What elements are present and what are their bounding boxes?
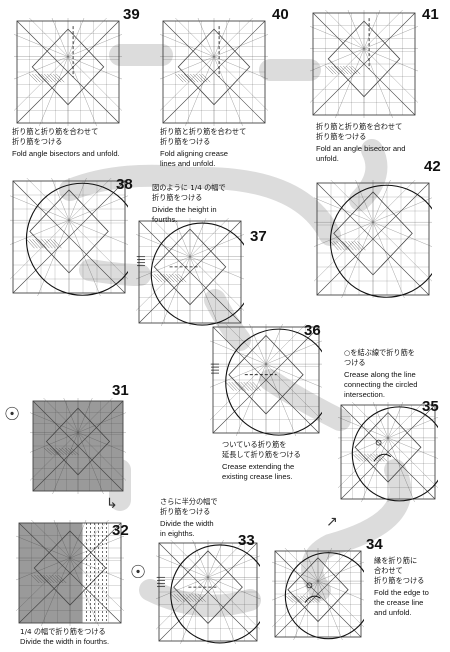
step-36-number: 36: [304, 322, 321, 339]
step-39-caption-en1: Fold angle bisectors and unfold.: [12, 149, 120, 158]
step-32-caption-jp1: 1/4 の幅で折り筋をつける: [20, 627, 106, 636]
step-32-caption-en1: Divide the width in fourths.: [20, 637, 110, 646]
step-36-diagram: [210, 324, 322, 436]
step-33-caption-en1: Divide the width: [160, 519, 214, 528]
step-34-caption-en1: Fold the edge to: [374, 588, 429, 597]
step-40-caption-jp2: 折り筋をつける: [160, 137, 211, 146]
step-35: [338, 402, 438, 502]
step-40-caption: 折り筋と折り筋を合わせて 折り筋をつける Fold aligning creas…: [160, 127, 246, 169]
step-37-caption-jp1: 図のように 1/4 の幅で: [152, 183, 226, 192]
step-35-caption-en2: connecting the circled: [344, 380, 418, 389]
step-42-diagram: [314, 180, 432, 298]
step-32-number: 32: [112, 522, 129, 539]
step-39-caption-jp1: 折り筋と折り筋を合わせて: [12, 127, 99, 136]
step-34: [272, 548, 364, 640]
step-37-caption-en2: fourths.: [152, 215, 178, 224]
step-36-caption-en1: Crease extending the: [222, 462, 295, 471]
step-34-diagram: [272, 548, 364, 640]
step-33-caption: さらに半分の幅で 折り筋をつける Divide the width in eig…: [160, 497, 218, 539]
step-32: [16, 520, 124, 626]
step-33-diagram: [156, 540, 260, 644]
step-35-caption-en1: Crease along the line: [344, 370, 416, 379]
step-40-caption-en1: Fold aligning crease: [160, 149, 228, 158]
step-37-diagram: [136, 218, 244, 326]
step-38-number: 38: [116, 176, 133, 193]
step-42-number: 42: [424, 158, 441, 175]
step-36-caption: ついている折り筋を 延長して折り筋をつける Crease extending t…: [222, 440, 301, 482]
step-41-caption-jp1: 折り筋と折り筋を合わせて: [316, 122, 403, 131]
step-36-caption-jp2: 延長して折り筋をつける: [222, 450, 301, 459]
step-arrow-icon: ↳: [106, 496, 118, 512]
step-39-diagram: [14, 18, 122, 126]
step-34-caption-jp1: 縁を折り筋に: [374, 556, 418, 565]
step-34-caption-en3: and unfold.: [374, 608, 412, 617]
step-31-number: 31: [112, 382, 129, 399]
step-40-caption-en2: lines and unfold.: [160, 159, 216, 168]
step-37-number: 37: [250, 228, 267, 245]
step-35-caption-jp2: つける: [344, 358, 366, 367]
rotate-icon: ☉: [130, 562, 147, 583]
step-34-caption-jp2: 合わせて: [374, 566, 403, 575]
step-37-caption-en1: Divide the height in: [152, 205, 217, 214]
step-34-number: 34: [366, 536, 383, 553]
step-41-number: 41: [422, 6, 439, 23]
step-39-caption-jp2: 折り筋をつける: [12, 137, 63, 146]
step-35-diagram: [338, 402, 438, 502]
step-41-diagram: [310, 10, 418, 118]
turn-over-icon: ☉: [4, 404, 21, 425]
step-40: [160, 18, 268, 126]
step-40-number: 40: [272, 6, 289, 23]
step-33-caption-jp2: 折り筋をつける: [160, 507, 211, 516]
step-41-caption-en1: Fold an angle bisector and: [316, 144, 406, 153]
step-35-caption-en3: intersection.: [344, 390, 385, 399]
step-33-number: 33: [238, 532, 255, 549]
step-42: [314, 180, 432, 298]
step-33: [156, 540, 260, 644]
step-36-caption-jp1: ついている折り筋を: [222, 440, 287, 449]
step-36: [210, 324, 322, 436]
step-35-number: 35: [422, 398, 439, 415]
step-36-caption-en2: existing crease lines.: [222, 472, 293, 481]
step-34-caption: 縁を折り筋に 合わせて 折り筋をつける Fold the edge to the…: [374, 556, 429, 618]
step-31: [30, 398, 126, 494]
step-32-diagram: [16, 520, 124, 626]
step-37-caption-jp2: 折り筋をつける: [152, 193, 203, 202]
step-31-diagram: [30, 398, 126, 494]
step-35-caption-jp1: ○を結ぶ線で折り筋を: [344, 348, 415, 357]
step-39: [14, 18, 122, 126]
step-33-caption-jp1: さらに半分の幅で: [160, 497, 218, 506]
step-arrow-icon-2: ↗: [326, 514, 338, 530]
step-32-caption: 1/4 の幅で折り筋をつける Divide the width in fourt…: [20, 627, 109, 647]
step-39-caption: 折り筋と折り筋を合わせて 折り筋をつける Fold angle bisector…: [12, 127, 120, 159]
step-37-caption: 図のように 1/4 の幅で 折り筋をつける Divide the height …: [152, 183, 226, 225]
step-34-caption-jp3: 折り筋をつける: [374, 576, 425, 585]
step-34-caption-en2: the crease line: [374, 598, 424, 607]
step-38: [10, 178, 128, 296]
step-41-caption-jp2: 折り筋をつける: [316, 132, 367, 141]
step-40-caption-jp1: 折り筋と折り筋を合わせて: [160, 127, 247, 136]
step-38-diagram: [10, 178, 128, 296]
step-37: [136, 218, 244, 326]
step-35-caption: ○を結ぶ線で折り筋を つける Crease along the line con…: [344, 348, 417, 400]
step-41: [310, 10, 418, 118]
step-33-caption-en2: in eighths.: [160, 529, 195, 538]
step-41-caption-en2: unfold.: [316, 154, 339, 163]
step-41-caption: 折り筋と折り筋を合わせて 折り筋をつける Fold an angle bisec…: [316, 122, 406, 164]
step-40-diagram: [160, 18, 268, 126]
step-39-number: 39: [123, 6, 140, 23]
